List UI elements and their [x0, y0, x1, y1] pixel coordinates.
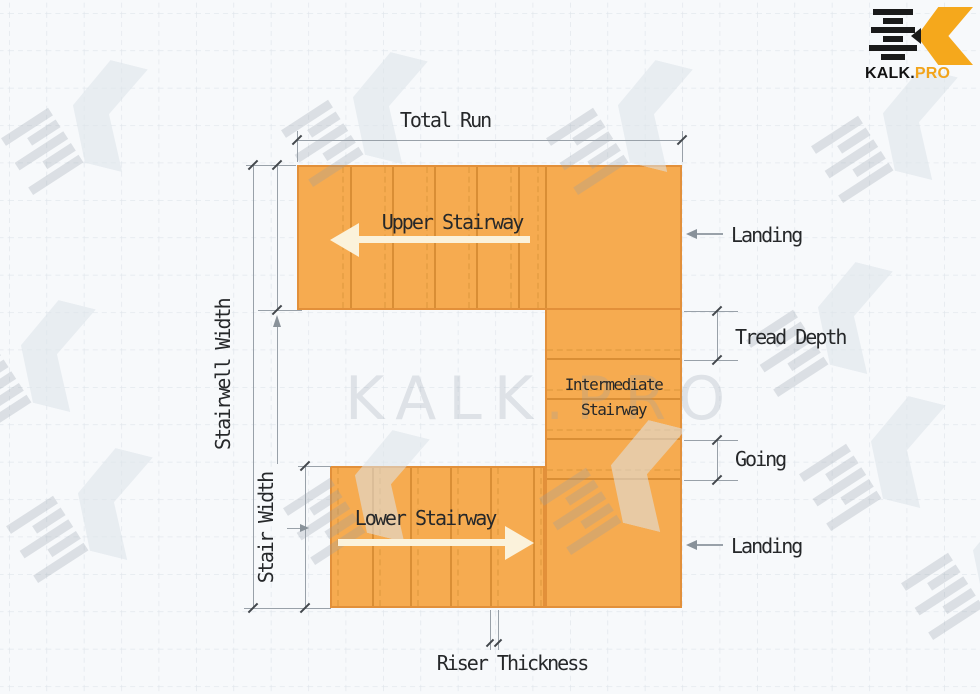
upper-stair-width-dimension-line: [277, 165, 278, 310]
upper-stairway-arrowhead-icon: [330, 223, 359, 257]
intermediate-stairway-label-line1: Intermediate: [564, 375, 664, 394]
nosing-dashed-line: [547, 469, 680, 471]
landing-bottom-label: Landing: [731, 534, 803, 558]
extension-line: [684, 480, 738, 481]
extension-line: [297, 131, 298, 162]
intermediate-stairway-slab: [545, 310, 682, 608]
extension-line: [684, 440, 738, 441]
logo-k-chevron-icon: [917, 7, 973, 65]
nosing-dashed-line: [537, 167, 539, 308]
riser-line: [450, 468, 452, 606]
landing-top-label: Landing: [731, 223, 803, 247]
nosing-dashed-line: [547, 389, 680, 391]
nosing-dashed-line: [417, 468, 419, 606]
stairwell-width-dimension-line: [253, 165, 254, 608]
nosing-dashed-line: [457, 468, 459, 606]
nosing-dashed-line: [379, 468, 381, 606]
riser-line: [547, 438, 680, 440]
riser-line: [547, 358, 680, 360]
riser-line: [490, 468, 492, 606]
extension-line: [684, 360, 738, 361]
tread-depth-label: Tread Depth: [735, 325, 847, 349]
stair-width-leader-line: [287, 528, 301, 529]
left-arrow-icon: [686, 540, 697, 550]
landing-leader-line: [694, 544, 723, 546]
lower-stair-width-dimension-line: [305, 466, 306, 608]
left-arrow-icon: [686, 229, 697, 239]
extension-line: [684, 311, 738, 312]
extension-line: [244, 608, 331, 609]
upper-stairway-label: Upper Stairway: [381, 210, 525, 234]
extension-line: [682, 131, 683, 162]
going-dimension-line: [717, 440, 718, 480]
logo-wedge-icon: [911, 28, 921, 44]
stairwell-width-label: Stairwell Width: [211, 299, 235, 450]
extension-line: [498, 610, 499, 650]
lower-stairway-label: Lower Stairway: [354, 506, 498, 530]
total-run-label: Total Run: [399, 108, 492, 132]
logo-stair-bars-icon: [867, 9, 919, 63]
landing-boundary-line: [533, 468, 535, 606]
extension-line: [246, 165, 296, 166]
logo-text: KALK.PRO: [865, 65, 950, 83]
tread-depth-dimension-line: [717, 311, 718, 360]
nosing-dashed-line: [497, 468, 499, 606]
kalkpro-logo[interactable]: KALK.PRO: [853, 6, 979, 84]
lower-stairway-direction-arrow: [338, 539, 505, 546]
landing-leader-line: [694, 233, 723, 235]
upper-stairway-direction-arrow: [358, 236, 530, 243]
nosing-dashed-line: [337, 468, 339, 606]
riser-thickness-label: Riser Thickness: [436, 651, 590, 675]
stair-width-leader-line: [277, 326, 278, 464]
logo-text-pro: PRO: [914, 65, 951, 82]
riser-line: [547, 398, 680, 400]
lower-stairway-arrowhead-icon: [505, 526, 534, 560]
nosing-dashed-line: [547, 429, 680, 431]
right-arrow-icon: [300, 524, 309, 532]
extension-line: [490, 610, 491, 650]
stair-width-label: Stair Width: [254, 472, 278, 584]
intermediate-stairway-label: Intermediate Stairway: [547, 372, 680, 422]
nosing-dashed-line: [547, 349, 680, 351]
logo-text-kalk: KALK.: [865, 65, 915, 82]
up-arrow-icon: [273, 315, 281, 327]
going-label: Going: [735, 447, 787, 471]
total-run-dimension-line: [297, 140, 683, 141]
riser-line: [372, 468, 374, 606]
landing-boundary-line: [545, 167, 547, 308]
riser-line: [410, 468, 412, 606]
intermediate-stairway-label-line2: Stairway: [580, 400, 648, 419]
landing-boundary-line: [547, 478, 680, 480]
extension-line: [298, 466, 331, 467]
nosing-dashed-line: [540, 468, 542, 606]
extension-line: [258, 310, 302, 311]
